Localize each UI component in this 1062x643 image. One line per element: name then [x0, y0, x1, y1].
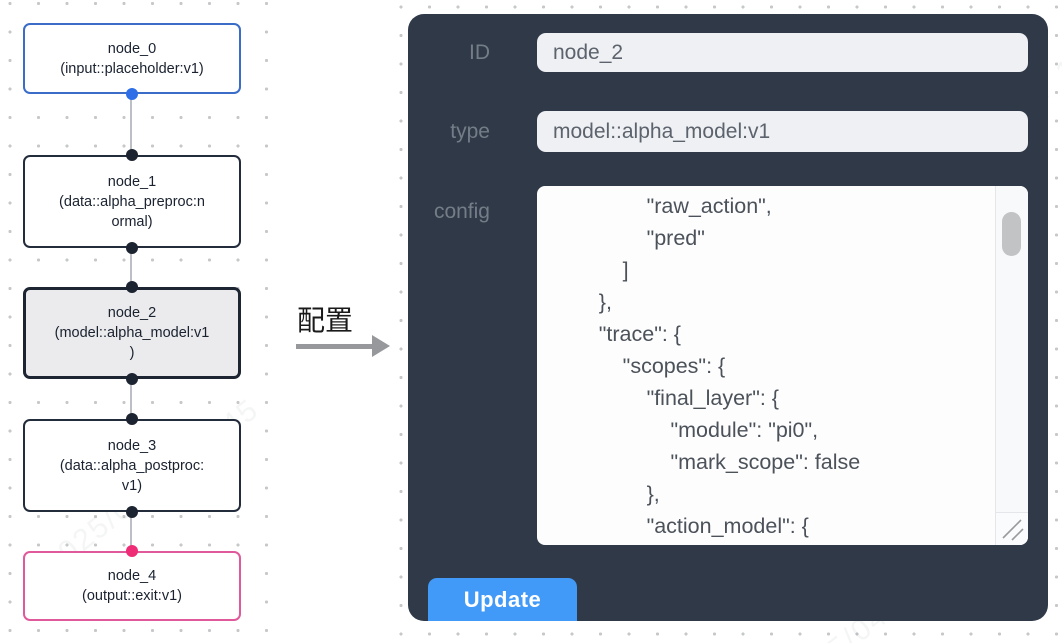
node-handle-node_4-top[interactable] — [126, 545, 138, 557]
config-panel: ID type config "raw_action", "pred" ] },… — [408, 14, 1048, 621]
flow-node-node_2[interactable]: node_2 (model::alpha_model:v1 ) — [23, 287, 241, 379]
flow-edge[interactable] — [130, 248, 132, 287]
id-field-label: ID — [469, 41, 490, 64]
annotation-config-label: 配置 — [297, 305, 354, 336]
config-field-label: config — [433, 200, 490, 223]
node-handle-node_0-bottom[interactable] — [126, 88, 138, 100]
config-textarea[interactable]: "raw_action", "pred" ] }, "trace": { "sc… — [537, 186, 1028, 545]
node-label: node_3 (data::alpha_postproc: v1) — [59, 437, 205, 494]
node-handle-node_1-top[interactable] — [126, 149, 138, 161]
config-json-text[interactable]: "raw_action", "pred" ] }, "trace": { "sc… — [598, 194, 861, 538]
flow-node-node_1[interactable]: node_1 (data::alpha_preproc:n ormal) — [23, 155, 241, 248]
type-input[interactable] — [537, 111, 1028, 152]
node-label: node_4 (output::exit:v1) — [82, 568, 182, 604]
flow-edge[interactable] — [130, 94, 132, 155]
config-scrollbar-track[interactable] — [995, 186, 1028, 512]
flow-edge[interactable] — [130, 379, 132, 419]
flow-node-node_4[interactable]: node_4 (output::exit:v1) — [23, 551, 241, 621]
flow-node-node_0[interactable]: node_0 (input::placeholder:v1) — [23, 23, 241, 94]
node-handle-node_2-bottom[interactable] — [126, 373, 138, 385]
node-handle-node_3-top[interactable] — [126, 413, 138, 425]
update-button[interactable]: Update — [428, 578, 577, 621]
node-handle-node_3-bottom[interactable] — [126, 506, 138, 518]
arrow-right-icon — [296, 334, 398, 360]
node-label: node_0 (input::placeholder:v1) — [60, 40, 204, 77]
flow-edge[interactable] — [130, 512, 132, 551]
type-field-label: type — [450, 120, 490, 143]
id-input[interactable] — [537, 33, 1028, 72]
resize-grip-icon[interactable] — [995, 512, 1028, 545]
node-handle-node_1-bottom[interactable] — [126, 242, 138, 254]
config-scrollbar-thumb[interactable] — [1002, 212, 1021, 256]
node-label: node_1 (data::alpha_preproc:n ormal) — [59, 173, 205, 230]
node-label: node_2 (model::alpha_model:v1 ) — [54, 305, 210, 361]
node-handle-node_2-top[interactable] — [126, 281, 138, 293]
flow-node-node_3[interactable]: node_3 (data::alpha_postproc: v1) — [23, 419, 241, 512]
